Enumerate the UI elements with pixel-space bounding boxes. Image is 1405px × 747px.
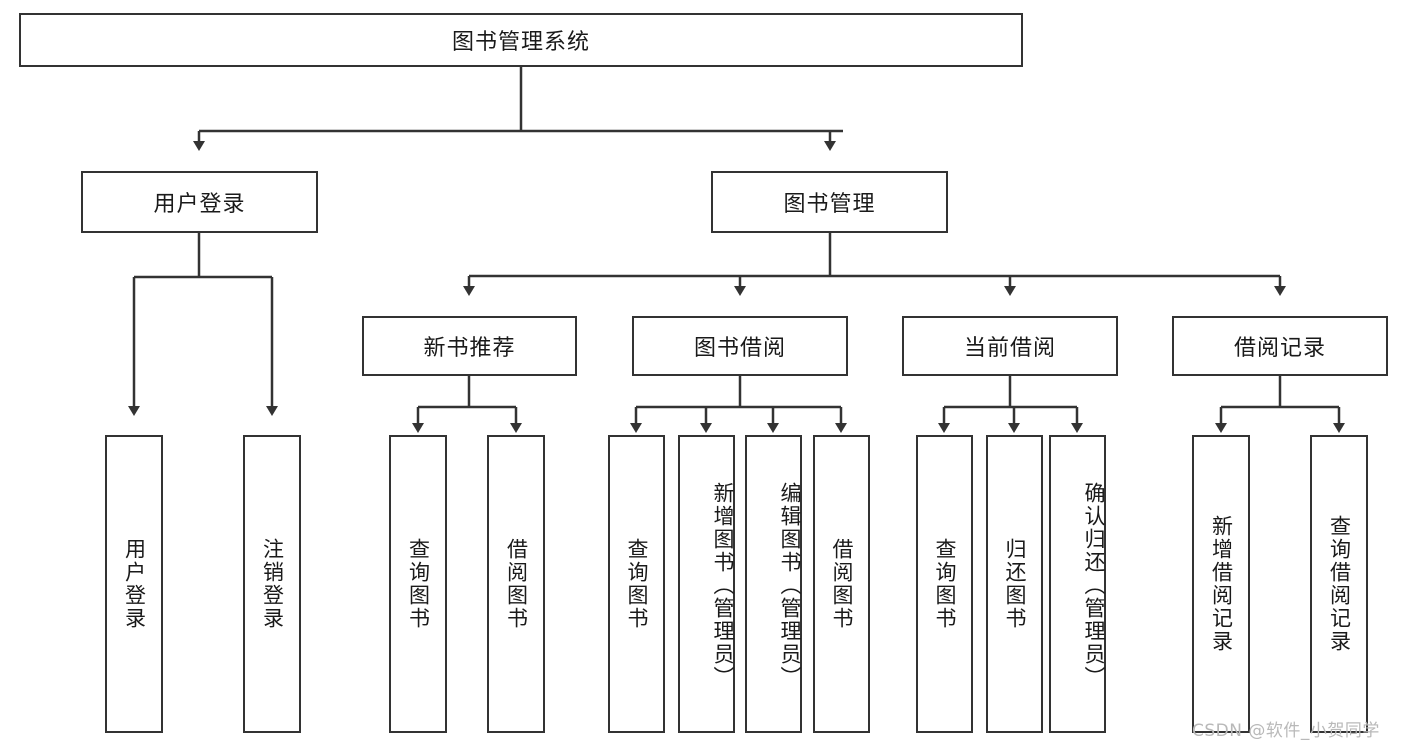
leaf-edit-book[interactable]: 编辑图书（管理员） [745, 435, 802, 733]
leaf-query-book-borrow[interactable]: 查询图书 [608, 435, 665, 733]
leaf-add-borrow-record[interactable]: 新增借阅记录 [1192, 435, 1250, 733]
node-user-login[interactable]: 用户登录 [81, 171, 318, 233]
leaf-add-book[interactable]: 新增图书（管理员） [678, 435, 735, 733]
leaf-query-borrow-record[interactable]: 查询借阅记录 [1310, 435, 1368, 733]
leaf-return-book[interactable]: 归还图书 [986, 435, 1043, 733]
node-book-management[interactable]: 图书管理 [711, 171, 948, 233]
leaf-logout-login[interactable]: 注销登录 [243, 435, 301, 733]
node-borrow-record[interactable]: 借阅记录 [1172, 316, 1388, 376]
leaf-query-book-current[interactable]: 查询图书 [916, 435, 973, 733]
leaf-borrow-book-new-book[interactable]: 借阅图书 [487, 435, 545, 733]
node-book-borrow[interactable]: 图书借阅 [632, 316, 848, 376]
node-root[interactable]: 图书管理系统 [19, 13, 1023, 67]
leaf-confirm-return[interactable]: 确认归还（管理员） [1049, 435, 1106, 733]
node-new-book-recommend[interactable]: 新书推荐 [362, 316, 577, 376]
leaf-query-book-new-book[interactable]: 查询图书 [389, 435, 447, 733]
watermark-text: CSDN @软件_小贺同学 [1192, 721, 1380, 741]
node-current-borrow[interactable]: 当前借阅 [902, 316, 1118, 376]
leaf-user-login[interactable]: 用户登录 [105, 435, 163, 733]
leaf-borrow-book-borrow[interactable]: 借阅图书 [813, 435, 870, 733]
